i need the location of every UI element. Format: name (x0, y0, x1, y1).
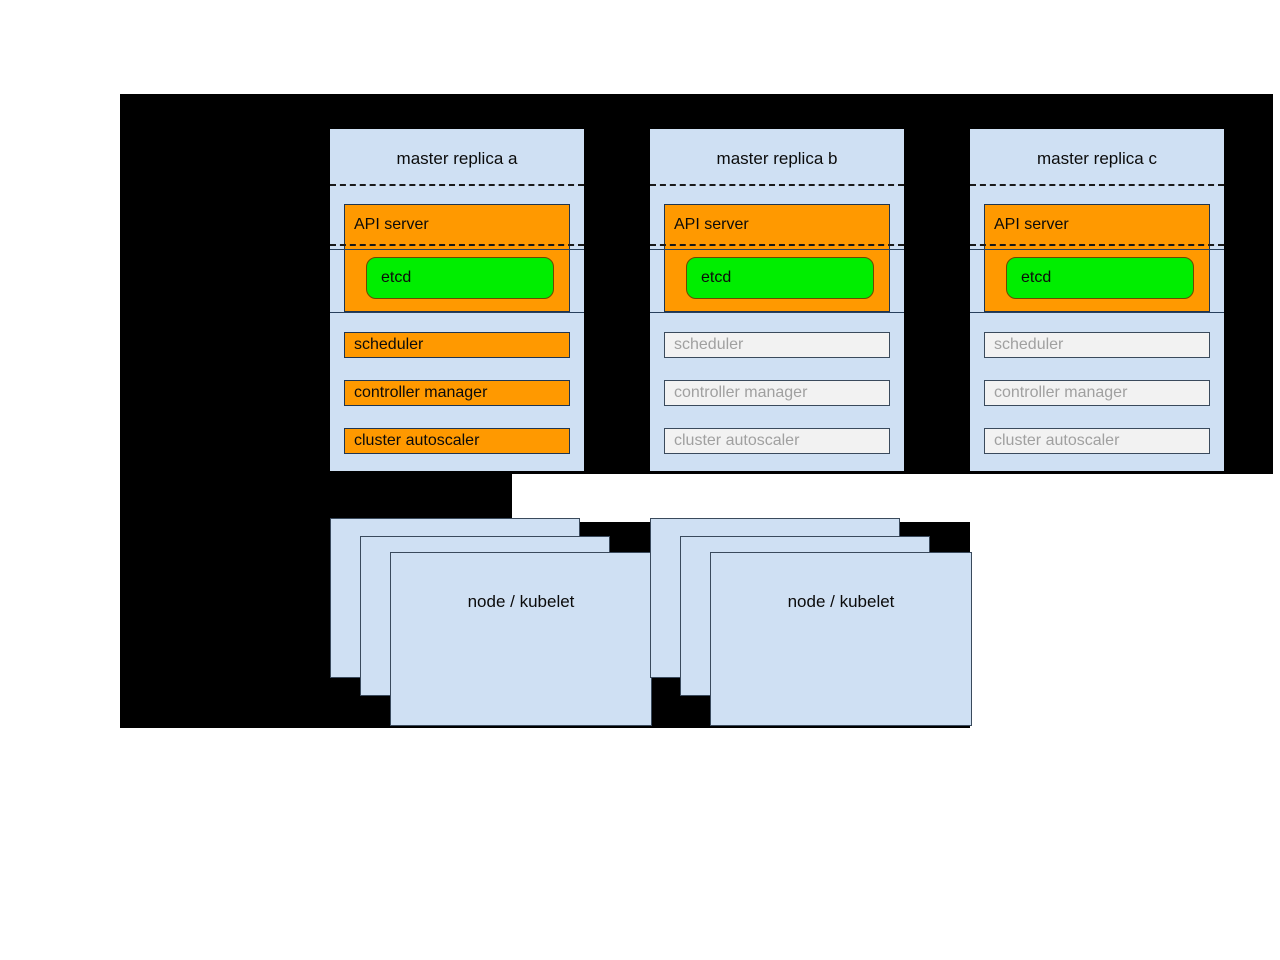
replica-a-etcd-box[interactable]: etcd (366, 257, 554, 299)
replica-a-rule-2 (330, 312, 584, 313)
replica-b-rule-1 (650, 249, 904, 250)
master-replica-c[interactable]: master replica c API server etcd schedul… (969, 128, 1225, 472)
replica-c-scheduler[interactable]: scheduler (984, 332, 1210, 358)
node-group-1-card-front[interactable]: node / kubelet (390, 552, 652, 726)
replica-a-separator-1 (330, 184, 584, 186)
replica-b-cluster-autoscaler[interactable]: cluster autoscaler (664, 428, 890, 454)
replica-a-scheduler[interactable]: scheduler (344, 332, 570, 358)
master-replica-b-title: master replica b (716, 149, 838, 168)
replica-c-rule-2 (970, 312, 1224, 313)
replica-b-scheduler[interactable]: scheduler (664, 332, 890, 358)
replica-a-rule-1 (330, 249, 584, 250)
master-replica-a-title: master replica a (396, 149, 518, 168)
replica-a-api-server-label: API server (354, 216, 429, 233)
replica-c-cluster-autoscaler[interactable]: cluster autoscaler (984, 428, 1210, 454)
replica-c-separator-1 (970, 184, 1224, 186)
replica-c-etcd-box[interactable]: etcd (1006, 257, 1194, 299)
replica-a-controller-manager[interactable]: controller manager (344, 380, 570, 406)
node-group-2-label: node / kubelet (787, 592, 895, 611)
master-replica-c-title: master replica c (1037, 149, 1157, 168)
node-group-2-card-front[interactable]: node / kubelet (710, 552, 972, 726)
replica-b-api-server-label: API server (674, 216, 749, 233)
replica-c-api-server-label: API server (994, 216, 1069, 233)
master-replica-b[interactable]: master replica b API server etcd schedul… (649, 128, 905, 472)
replica-c-separator-2 (970, 244, 1224, 246)
replica-a-cluster-autoscaler[interactable]: cluster autoscaler (344, 428, 570, 454)
replica-b-etcd-box[interactable]: etcd (686, 257, 874, 299)
master-replica-a[interactable]: master replica a API server etcd schedul… (329, 128, 585, 472)
replica-b-separator-1 (650, 184, 904, 186)
replica-b-separator-2 (650, 244, 904, 246)
replica-b-controller-manager[interactable]: controller manager (664, 380, 890, 406)
backdrop-middle-band (120, 474, 512, 522)
node-group-1-label: node / kubelet (467, 592, 575, 611)
replica-a-separator-2 (330, 244, 584, 246)
replica-c-rule-1 (970, 249, 1224, 250)
replica-b-rule-2 (650, 312, 904, 313)
replica-c-controller-manager[interactable]: controller manager (984, 380, 1210, 406)
